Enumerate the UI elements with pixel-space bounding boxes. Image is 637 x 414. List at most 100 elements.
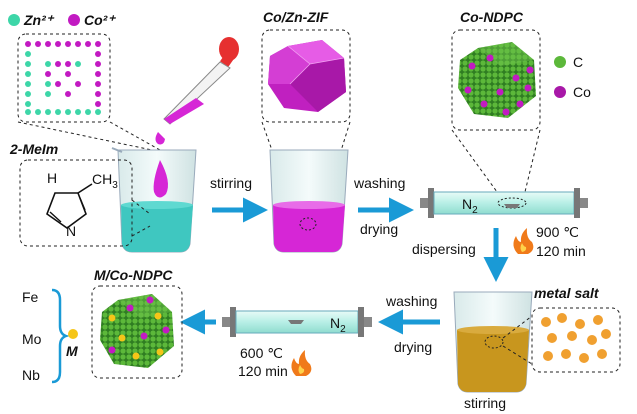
- co-particle: [468, 62, 476, 70]
- time-1: 120 min: [536, 243, 586, 259]
- zn-ion: [65, 109, 71, 115]
- salt-particle: [561, 349, 571, 359]
- zn-ion: [25, 81, 31, 87]
- salt-particle: [579, 353, 589, 363]
- step-washing-1: washing: [353, 175, 405, 191]
- metal-mo: Mo: [22, 331, 42, 347]
- zn-ion: [25, 61, 31, 67]
- zn-ion: [95, 109, 101, 115]
- gas-label-2: N2: [330, 315, 346, 335]
- step-washing-2: washing: [385, 293, 437, 309]
- zn-ion: [85, 109, 91, 115]
- co-ion: [75, 81, 81, 87]
- ndpc-co-dots: [464, 54, 534, 116]
- nh-label: H: [47, 170, 57, 186]
- salt-particle: [593, 315, 603, 325]
- bracket: [51, 288, 70, 384]
- beaker-teal: [111, 147, 197, 253]
- zif-title: Co/Zn-ZIF: [263, 9, 329, 25]
- metal-salt-title: metal salt: [534, 285, 600, 301]
- co-ion: [95, 71, 101, 77]
- salt-particle: [597, 349, 607, 359]
- step-dispersing: dispersing: [412, 241, 476, 257]
- co-particle: [512, 74, 520, 82]
- product-metal-dots: [108, 296, 170, 360]
- product-zoom-box: [91, 285, 183, 379]
- beaker-magenta: [269, 149, 349, 253]
- co-particle: [464, 86, 472, 94]
- salt-particle: [543, 351, 553, 361]
- co-ion: [55, 81, 61, 87]
- co-ion: [65, 41, 71, 47]
- co-particle: [526, 66, 534, 74]
- flame-icon: [513, 228, 534, 254]
- tube-furnace-1: N2: [420, 188, 588, 218]
- carbon-icon: [554, 56, 566, 68]
- salt-particle: [557, 313, 567, 323]
- product-particle: [162, 326, 170, 334]
- co-ion: [95, 91, 101, 97]
- zn-ion: [25, 71, 31, 77]
- co-ion: [35, 41, 41, 47]
- co-particle: [516, 100, 524, 108]
- cobalt-icon: [554, 86, 566, 98]
- zn-legend-label: Zn²⁺: [23, 12, 55, 28]
- product-particle: [126, 304, 134, 312]
- tube-furnace-2: N2: [222, 307, 372, 337]
- co-ion: [95, 81, 101, 87]
- product-particle: [108, 346, 116, 354]
- step-stirring-2: stirring: [464, 395, 506, 411]
- metal-m-label: M: [66, 343, 78, 359]
- ligand-title: 2-MeIm: [9, 141, 58, 157]
- zn-ion: [25, 109, 31, 115]
- top-legend: Zn²⁺ Co²⁺: [8, 12, 116, 28]
- product-title: M/Co-NDPC: [94, 267, 173, 283]
- zn-ion: [25, 101, 31, 107]
- ring-n-label: N: [66, 223, 76, 239]
- co-particle: [480, 100, 488, 108]
- co-ion: [25, 41, 31, 47]
- zn-ion-icon: [8, 14, 20, 26]
- zn-ion: [45, 81, 51, 87]
- ndpc-zoom-box: [451, 29, 541, 131]
- co-ion: [95, 101, 101, 107]
- metal-fe: Fe: [22, 289, 39, 305]
- zn-ion: [25, 51, 31, 57]
- salt-particle: [567, 331, 577, 341]
- carbon-legend-label: C: [573, 54, 583, 70]
- co-particle: [496, 88, 504, 96]
- step-stirring-1: stirring: [210, 175, 252, 191]
- co-ion: [65, 71, 71, 77]
- dropper-icon: [155, 37, 239, 145]
- element-legend: C Co: [554, 54, 591, 100]
- beaker-salt: [453, 291, 533, 393]
- product-particle: [154, 312, 162, 320]
- methyl-label: CH3: [92, 171, 118, 191]
- co-ion: [65, 61, 71, 67]
- co-ion: [45, 71, 51, 77]
- zn-ion: [55, 109, 61, 115]
- metal-list: Fe Mo Nb M: [22, 288, 78, 384]
- product-particle: [156, 348, 164, 356]
- co-particle: [486, 54, 494, 62]
- time-2: 120 min: [238, 363, 288, 379]
- flame-icon: [291, 350, 312, 376]
- co-ion: [55, 41, 61, 47]
- temp-1: 900 ℃: [536, 224, 579, 240]
- co-ion: [65, 91, 71, 97]
- co-ion-icon: [68, 14, 80, 26]
- cobalt-legend-label: Co: [573, 84, 591, 100]
- zn-ion: [45, 109, 51, 115]
- step-drying-2: drying: [394, 339, 432, 355]
- product-particle: [118, 334, 126, 342]
- co-particle: [524, 84, 532, 92]
- ion-dots: [25, 41, 101, 115]
- metal-nb: Nb: [22, 367, 40, 383]
- salt-particle: [601, 329, 611, 339]
- zn-ion: [75, 61, 81, 67]
- zif-zoom-box: [261, 29, 351, 123]
- co-ion: [55, 61, 61, 67]
- gas-label-1: N2: [462, 196, 478, 216]
- product-particle: [132, 352, 140, 360]
- ndpc-title: Co-NDPC: [460, 9, 524, 25]
